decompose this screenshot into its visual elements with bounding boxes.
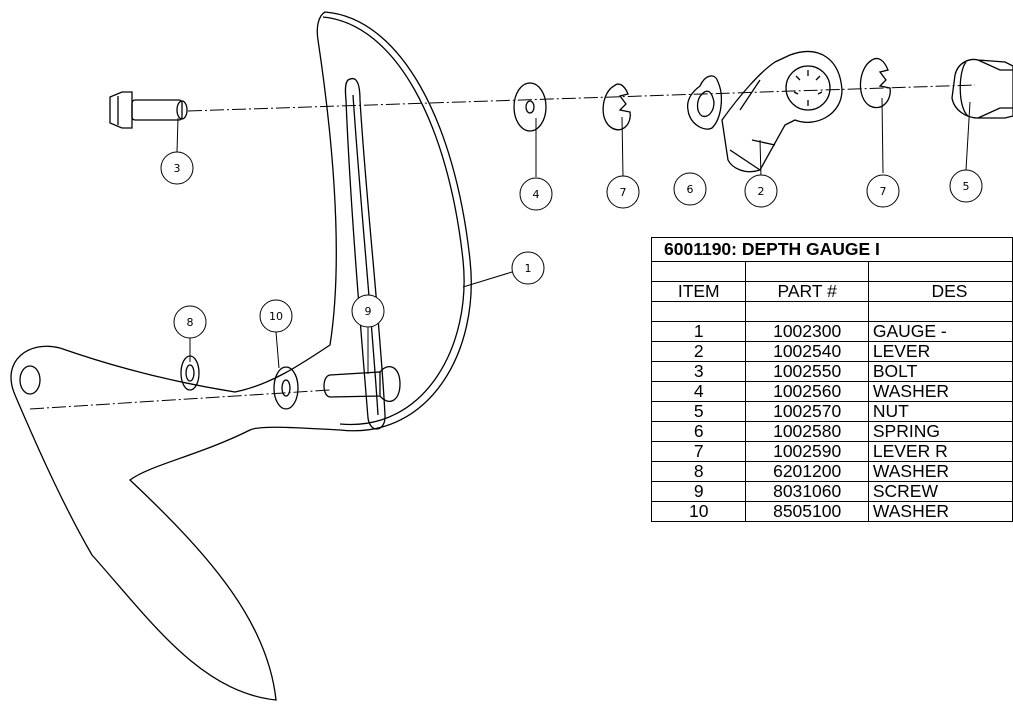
callout-4: 4	[519, 177, 553, 211]
cell-part-number: 1002560	[745, 381, 869, 402]
callout-9: 9	[351, 294, 385, 328]
svg-text:4: 4	[533, 188, 540, 201]
table-row: 3 1002550 BOLT	[650, 361, 1013, 382]
cell-item: 8	[650, 461, 747, 482]
table-row: 1 1002300 GAUGE -	[650, 321, 1013, 342]
nut-part	[951, 58, 1013, 119]
svg-text:7: 7	[620, 186, 627, 199]
callout-2: 2	[744, 174, 778, 208]
cell-description: LEVER	[867, 341, 1013, 362]
callout-6: 6	[673, 172, 707, 206]
header-description: DES	[867, 281, 1013, 302]
cell-part-number: 8031060	[745, 481, 869, 502]
cell-part-number: 8505100	[745, 501, 869, 522]
cell-item: 9	[650, 481, 747, 502]
svg-text:5: 5	[963, 180, 970, 193]
table-row: 5 1002570 NUT	[650, 401, 1013, 422]
screw-part	[323, 366, 401, 402]
svg-text:3: 3	[174, 162, 181, 175]
table-row: 9 8031060 SCREW	[650, 481, 1013, 502]
table-row: 4 1002560 WASHER	[650, 381, 1013, 402]
callout-7-left: 7	[606, 175, 640, 209]
parts-list-table: 6001190: DEPTH GAUGE I ITEM PART # DES 1…	[650, 237, 1013, 522]
retainer-clip-right	[859, 57, 891, 109]
callout-8: 8	[173, 305, 207, 339]
washer-large-part	[273, 366, 299, 410]
svg-text:1: 1	[525, 262, 532, 275]
washer-part	[513, 82, 547, 132]
cell-item: 1	[650, 321, 747, 342]
callout-7-right: 7	[866, 174, 900, 208]
callout-leader-lines	[176, 97, 971, 374]
cell-item: 6	[650, 421, 747, 442]
cell-part-number: 6201200	[745, 461, 869, 482]
table-title-row: 6001190: DEPTH GAUGE I	[651, 237, 1013, 262]
table-spacer-row	[650, 261, 1013, 282]
cell-item: 10	[650, 501, 747, 522]
cell-description: WASHER	[867, 461, 1013, 482]
callout-1: 1	[511, 251, 545, 285]
bolt-part	[109, 91, 188, 129]
table-spacer-row	[650, 301, 1013, 322]
cell-description: GAUGE -	[867, 321, 1013, 342]
cell-part-number: 1002580	[745, 421, 869, 442]
cell-part-number: 1002300	[745, 321, 869, 342]
cell-description: SCREW	[867, 481, 1013, 502]
svg-text:6: 6	[687, 183, 694, 196]
svg-text:8: 8	[187, 316, 194, 329]
cell-part-number: 1002590	[745, 441, 869, 462]
cell-part-number: 1002570	[745, 401, 869, 422]
callout-3: 3	[160, 151, 194, 185]
callout-10: 10	[259, 299, 293, 333]
table-header-row: ITEM PART # DES	[650, 281, 1013, 302]
header-item: ITEM	[650, 281, 747, 302]
svg-text:10: 10	[269, 310, 283, 323]
cell-description: LEVER R	[867, 441, 1013, 462]
cell-part-number: 1002540	[745, 341, 869, 362]
table-row: 8 6201200 WASHER	[650, 461, 1013, 482]
lever-part	[721, 50, 843, 173]
cell-description: NUT	[867, 401, 1013, 422]
svg-text:7: 7	[880, 185, 887, 198]
table-row: 7 1002590 LEVER R	[650, 441, 1013, 462]
callout-5: 5	[949, 169, 983, 203]
table-title: 6001190: DEPTH GAUGE I	[651, 237, 1013, 262]
cell-item: 3	[650, 361, 747, 382]
cell-part-number: 1002550	[745, 361, 869, 382]
svg-text:2: 2	[758, 185, 765, 198]
spring-part	[686, 75, 723, 130]
cell-description: SPRING	[867, 421, 1013, 442]
cell-item: 7	[650, 441, 747, 462]
table-row: 2 1002540 LEVER	[650, 341, 1013, 362]
table-row: 10 8505100 WASHER	[650, 501, 1013, 522]
gauge-plate	[10, 11, 472, 701]
header-part-number: PART #	[745, 281, 869, 302]
cell-item: 4	[650, 381, 747, 402]
cell-item: 5	[650, 401, 747, 422]
table-row: 6 1002580 SPRING	[650, 421, 1013, 442]
cell-item: 2	[650, 341, 747, 362]
assembly-axis-lines	[29, 84, 976, 410]
cell-description: WASHER	[867, 501, 1013, 522]
svg-text:9: 9	[365, 305, 372, 318]
cell-description: BOLT	[867, 361, 1013, 382]
retainer-clip-left	[602, 83, 631, 131]
cell-description: WASHER	[867, 381, 1013, 402]
